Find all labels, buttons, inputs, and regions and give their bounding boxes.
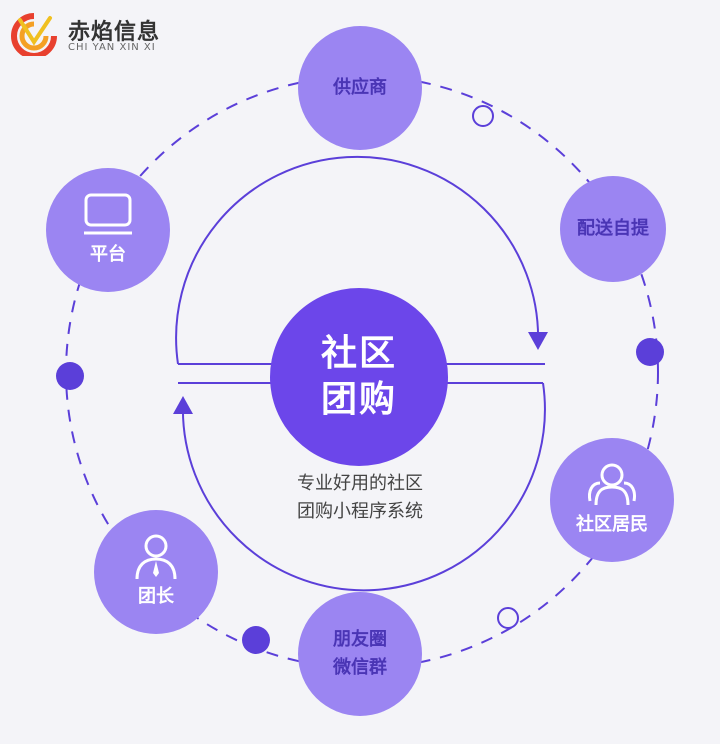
logo-name-en: CHI YAN XIN XI	[68, 42, 156, 53]
ring-hollow-dot-bottom	[497, 607, 519, 629]
center-subtitle: 专业好用的社区 团购小程序系统	[240, 470, 480, 526]
center-title-line2: 团购	[320, 379, 397, 420]
subtitle-line1: 专业好用的社区	[297, 473, 423, 494]
ring-hollow-dot-top	[472, 105, 494, 127]
upper-arrowhead-icon	[528, 332, 548, 350]
lower-cycle-arrow	[181, 382, 546, 592]
node-leader-label: 团长	[138, 586, 174, 607]
node-supplier-label: 供应商	[333, 77, 387, 98]
node-platform-label: 平台	[90, 244, 126, 265]
node-platform: 平台	[46, 168, 170, 292]
monitor-icon	[84, 193, 132, 235]
logo-mark-icon	[11, 13, 57, 56]
lower-arrowhead-icon	[173, 396, 193, 414]
ring-dot-right	[636, 338, 664, 366]
node-delivery: 配送自提	[560, 176, 666, 282]
person-icon	[135, 534, 177, 580]
logo: 赤焰信息 CHI YAN XIN XI	[10, 8, 210, 58]
people-icon	[588, 463, 636, 506]
node-residents-label: 社区居民	[576, 514, 648, 535]
center-circle: 社区 团购	[270, 288, 448, 466]
node-social-label-line1: 朋友圈	[333, 629, 387, 650]
ring-dot-left	[56, 362, 84, 390]
node-supplier: 供应商	[298, 26, 422, 150]
ring-dot-bottom	[242, 626, 270, 654]
upper-cycle-arrow	[175, 155, 540, 365]
center-title-line1: 社区	[320, 333, 397, 374]
node-delivery-label: 配送自提	[577, 218, 649, 239]
subtitle-line2: 团购小程序系统	[297, 501, 423, 522]
node-social-label-line2: 微信群	[333, 657, 387, 678]
node-social: 朋友圈 微信群	[298, 592, 422, 716]
node-leader: 团长	[94, 510, 218, 634]
node-residents: 社区居民	[550, 438, 674, 562]
logo-name-cn: 赤焰信息	[68, 20, 161, 45]
